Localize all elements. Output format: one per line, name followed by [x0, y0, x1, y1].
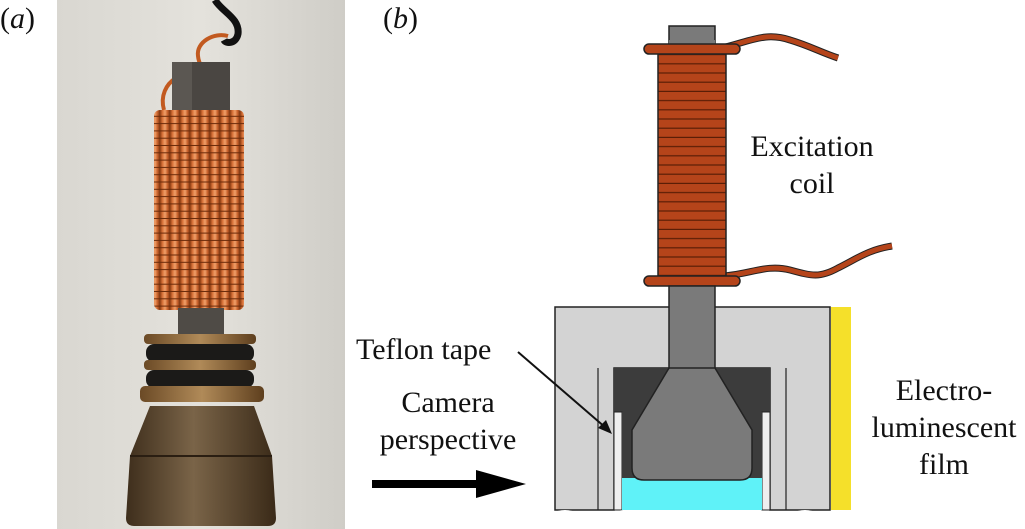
camera-arrow-head	[476, 470, 526, 498]
schematic-panel	[372, 25, 893, 529]
black-lead-wire	[211, 0, 242, 46]
photo-panel	[57, 0, 345, 529]
teflon-tape-pointer	[517, 351, 607, 429]
teflon-liner-right	[761, 411, 771, 511]
photo-washer-mid	[144, 360, 256, 370]
cut-line	[550, 510, 855, 529]
photo-coil	[154, 110, 244, 310]
excitation-coil-label: Excitation coil	[750, 130, 874, 200]
photo-washer-top	[144, 334, 256, 344]
photo-oring-1	[146, 344, 254, 362]
photo-base	[126, 406, 276, 526]
coil-bottom-flange	[643, 275, 741, 287]
photo-washer-bottom	[140, 386, 264, 402]
photo-oring-2	[146, 370, 254, 388]
excitation-coil-winding	[657, 47, 727, 281]
panel-b-label: (b)	[383, 2, 418, 35]
teflon-tape-label: Teflon tape	[356, 333, 492, 366]
panel-a-label: (a)	[0, 2, 35, 35]
teflon-liner-left	[613, 411, 623, 511]
electroluminescent-film-label: Electro- luminescent film	[871, 374, 1017, 481]
photo-core-neck	[178, 308, 224, 338]
core-tip	[631, 367, 753, 481]
coil-top-flange	[643, 43, 741, 55]
camera-perspective-label: Camera perspective	[379, 386, 517, 456]
electroluminescent-film	[831, 307, 851, 510]
fluid-layer	[622, 478, 762, 510]
